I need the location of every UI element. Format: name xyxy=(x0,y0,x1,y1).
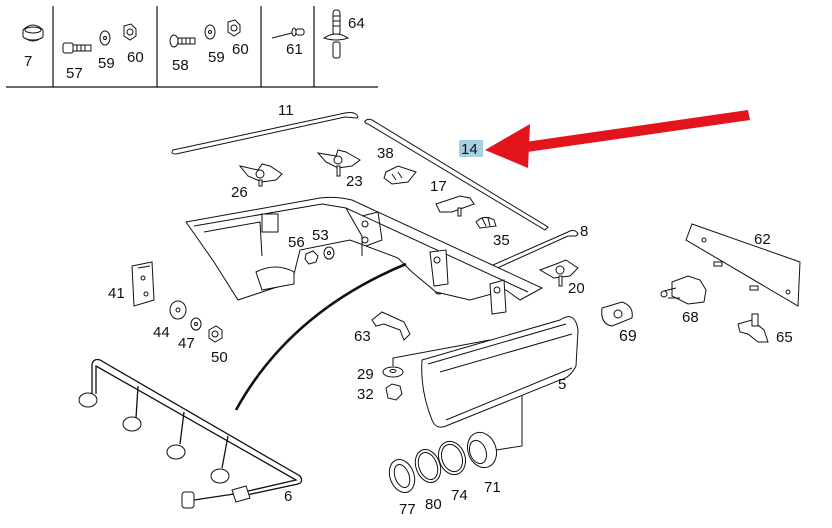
callout-62: 62 xyxy=(754,231,771,248)
part-23-clip-icon xyxy=(316,149,361,177)
part-60-nut-icon xyxy=(123,23,137,41)
callout-71: 71 xyxy=(484,479,501,496)
part-47-washer-icon xyxy=(190,317,202,331)
part-44-washer-icon xyxy=(169,300,187,320)
part-7-grommet-icon xyxy=(22,24,44,42)
callout-50: 50 xyxy=(211,349,228,366)
callout-74: 74 xyxy=(451,487,468,504)
table-label-61: 61 xyxy=(286,41,303,58)
part-20-clip-icon xyxy=(538,259,579,287)
callout-26: 26 xyxy=(231,184,248,201)
table-label-60: 60 xyxy=(127,49,144,66)
part-59-washer-icon xyxy=(204,24,216,40)
arrow-shaft xyxy=(525,110,750,152)
part-59-washer-icon xyxy=(99,30,111,46)
part-38-bracket-icon xyxy=(383,165,417,185)
harness-routing-line xyxy=(234,262,407,411)
table-label-58: 58 xyxy=(172,57,189,74)
part-14-trim-strip xyxy=(364,118,549,231)
callout-29: 29 xyxy=(357,366,374,383)
callout-17: 17 xyxy=(430,178,447,195)
callout-32: 32 xyxy=(357,386,374,403)
part-77-ring-icon xyxy=(388,459,416,493)
part-32-nut-icon xyxy=(385,383,403,401)
callout-41: 41 xyxy=(108,285,125,302)
part-69-sensor-icon xyxy=(601,301,633,327)
callout-63: 63 xyxy=(354,328,371,345)
bumper-carrier xyxy=(185,196,544,315)
table-label-60: 60 xyxy=(232,41,249,58)
callout-6: 6 xyxy=(284,488,292,505)
callout-56: 56 xyxy=(288,234,305,251)
part-58-screw-icon xyxy=(169,34,196,48)
callout-65: 65 xyxy=(776,329,793,346)
red-pointer-arrow xyxy=(485,110,750,168)
callout-5: 5 xyxy=(558,376,566,393)
part-68-sensor-icon xyxy=(660,275,707,305)
callout-8: 8 xyxy=(580,223,588,240)
highlight-box xyxy=(459,140,483,157)
part-62-cover-plate xyxy=(685,223,801,307)
table-label-59: 59 xyxy=(208,49,225,66)
callout-38: 38 xyxy=(377,145,394,162)
callout-23: 23 xyxy=(346,173,363,190)
part-60-nut-icon xyxy=(227,19,241,37)
callout-44: 44 xyxy=(153,324,170,341)
table-label-57: 57 xyxy=(66,65,83,82)
part-64-stud-icon xyxy=(322,9,350,59)
table-label-64: 64 xyxy=(348,15,365,32)
hardware-table: 7 57 59 60 58 xyxy=(6,6,378,88)
part-61-rivet-icon xyxy=(271,27,305,39)
part-74-ring-icon xyxy=(437,440,467,476)
leader-line-5 xyxy=(495,396,523,451)
leader-line-29 xyxy=(392,339,491,366)
part-53-washer-icon xyxy=(323,246,335,260)
part-11-trim-strip xyxy=(171,112,359,155)
callout-77: 77 xyxy=(399,501,416,518)
callout-68: 68 xyxy=(682,309,699,326)
part-6-wiring-harness xyxy=(78,358,303,509)
callout-47: 47 xyxy=(178,335,195,352)
highlighted-callout-14: 14 xyxy=(459,140,483,158)
callout-35: 35 xyxy=(493,232,510,249)
callout-labels: 11 26 23 38 17 35 8 56 53 20 41 44 47 50… xyxy=(108,102,793,518)
table-label-59: 59 xyxy=(98,55,115,72)
part-26-clip-icon xyxy=(238,163,283,187)
part-56-nut-icon xyxy=(304,250,319,265)
part-17-clip-icon xyxy=(435,195,475,217)
part-50-nut-icon xyxy=(208,325,223,343)
part-57-bolt-icon xyxy=(62,42,92,54)
callout-53: 53 xyxy=(312,227,329,244)
part-71-sensor-housing-icon xyxy=(466,431,498,469)
part-35-clip-icon xyxy=(475,216,497,229)
part-29-washer-icon xyxy=(382,366,404,378)
part-65-connector-icon xyxy=(737,313,769,343)
callout-80: 80 xyxy=(425,496,442,513)
part-41-bracket-icon xyxy=(131,261,155,307)
callout-20: 20 xyxy=(568,280,585,297)
callout-69: 69 xyxy=(619,328,637,345)
callout-11: 11 xyxy=(278,102,294,119)
table-label-7: 7 xyxy=(24,53,32,70)
arrow-head xyxy=(485,124,530,168)
part-63-bracket-icon xyxy=(371,311,411,341)
part-5-bumper-cover xyxy=(421,316,579,428)
callout-14: 14 xyxy=(461,141,478,158)
part-80-ring-icon xyxy=(414,449,442,483)
